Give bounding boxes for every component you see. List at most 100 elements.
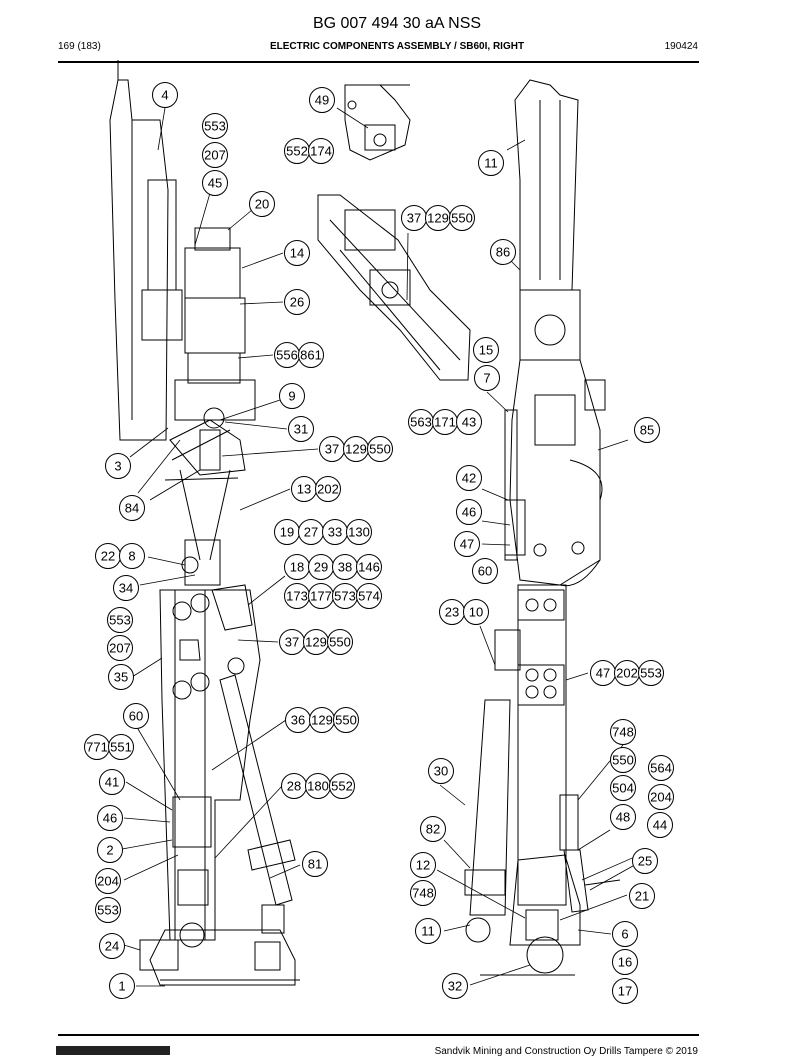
callout-label: 550 [335,713,357,728]
callout-circle [202,170,228,196]
callout-label: 82 [426,822,440,837]
callout-label: 60 [478,564,492,579]
callout-label: 204 [650,790,672,805]
callout-circle [490,239,516,265]
callout-circle [99,933,125,959]
callout-group: 41 [99,769,125,795]
callout-circle [97,805,123,831]
callout-group: 14 [284,240,310,266]
callout-label: 550 [612,753,634,768]
callout-label: 146 [358,560,380,575]
callout-circle [612,921,638,947]
callout-group: 31 [288,416,314,442]
callout-label: 207 [109,641,131,656]
callout-circle [202,113,228,139]
callout-label: 552 [286,144,308,159]
callout-label: 81 [308,857,322,872]
callout-label: 771 [86,740,108,755]
callout-label: 4 [161,88,168,103]
callout-group: 504 [610,775,636,801]
callout-circle [610,775,636,801]
callout-group: 564 [648,755,674,781]
callout-label: 37 [285,635,299,650]
callout-circle [95,868,121,894]
callout-group: 7 [474,365,500,391]
callout-label: 17 [618,984,632,999]
callout-circle [119,543,145,569]
callout-label: 37 [407,211,421,226]
callout-circle [612,949,638,975]
callout-circle [478,150,504,176]
callout-circle [309,87,335,113]
callout-label: 504 [612,781,634,796]
callout-group: 204 [95,868,121,894]
callout-label: 36 [291,713,305,728]
callout-label: 563 [410,415,432,430]
callout-label: 748 [412,886,434,901]
callout-label: 553 [640,666,662,681]
callout-group: 49 [309,87,335,113]
callout-circle [648,784,674,810]
middle-detail-assembly [317,194,471,381]
callout-group: 17 [612,978,638,1004]
callout-circle [333,707,359,733]
callout-label: 46 [103,811,117,826]
callout-circle [463,599,489,625]
callout-group: 84 [119,495,145,521]
callout-label: 32 [448,979,462,994]
callout-group: 3 [105,453,131,479]
callout-label: 84 [125,501,139,516]
callout-circle [107,607,133,633]
callout-label: 748 [612,725,634,740]
callout-label: 42 [462,471,476,486]
callout-circle [442,973,468,999]
callout-circle [610,719,636,745]
callout-label: 202 [616,666,638,681]
callout-label: 24 [105,939,119,954]
callout-label: 7 [483,371,490,386]
callout-group: 1 [109,973,135,999]
footer-copyright: Sandvik Mining and Construction Oy Drill… [434,1046,698,1057]
callout-label: 47 [596,666,610,681]
callout-circle [202,142,228,168]
callout-circle [99,769,125,795]
callout-label: 129 [305,635,327,650]
callout-circle [308,138,334,164]
callout-label: 173 [286,589,308,604]
callout-group: 204 [648,784,674,810]
callout-group: 82 [420,816,446,842]
callout-group: 60 [123,703,149,729]
callout-label: 556 [276,348,298,363]
callout-circle [456,499,482,525]
callout-group: 45 [202,170,228,196]
callout-label: 552 [331,779,353,794]
callout-circle [648,755,674,781]
callout-label: 60 [129,709,143,724]
callout-circle [634,417,660,443]
callout-label: 28 [287,779,301,794]
callout-circle [610,747,636,773]
callout-group: 11 [415,918,441,944]
callout-circle [105,453,131,479]
callout-group: 26 [284,289,310,315]
callout-group: 46 [97,805,123,831]
callout-circle [454,531,480,557]
callout-group: 207 [107,635,133,661]
callout-label: 550 [369,442,391,457]
callout-group: 85 [634,417,660,443]
callout-label: 130 [348,525,370,540]
callout-group: 748 [410,880,436,906]
callout-circle [428,758,454,784]
callout-label: 204 [97,874,119,889]
page-number: 169 (183) [58,41,101,52]
callout-label: 2 [106,843,113,858]
callout-circle [410,852,436,878]
callout-group: 15 [473,337,499,363]
callout-label: 35 [114,670,128,685]
